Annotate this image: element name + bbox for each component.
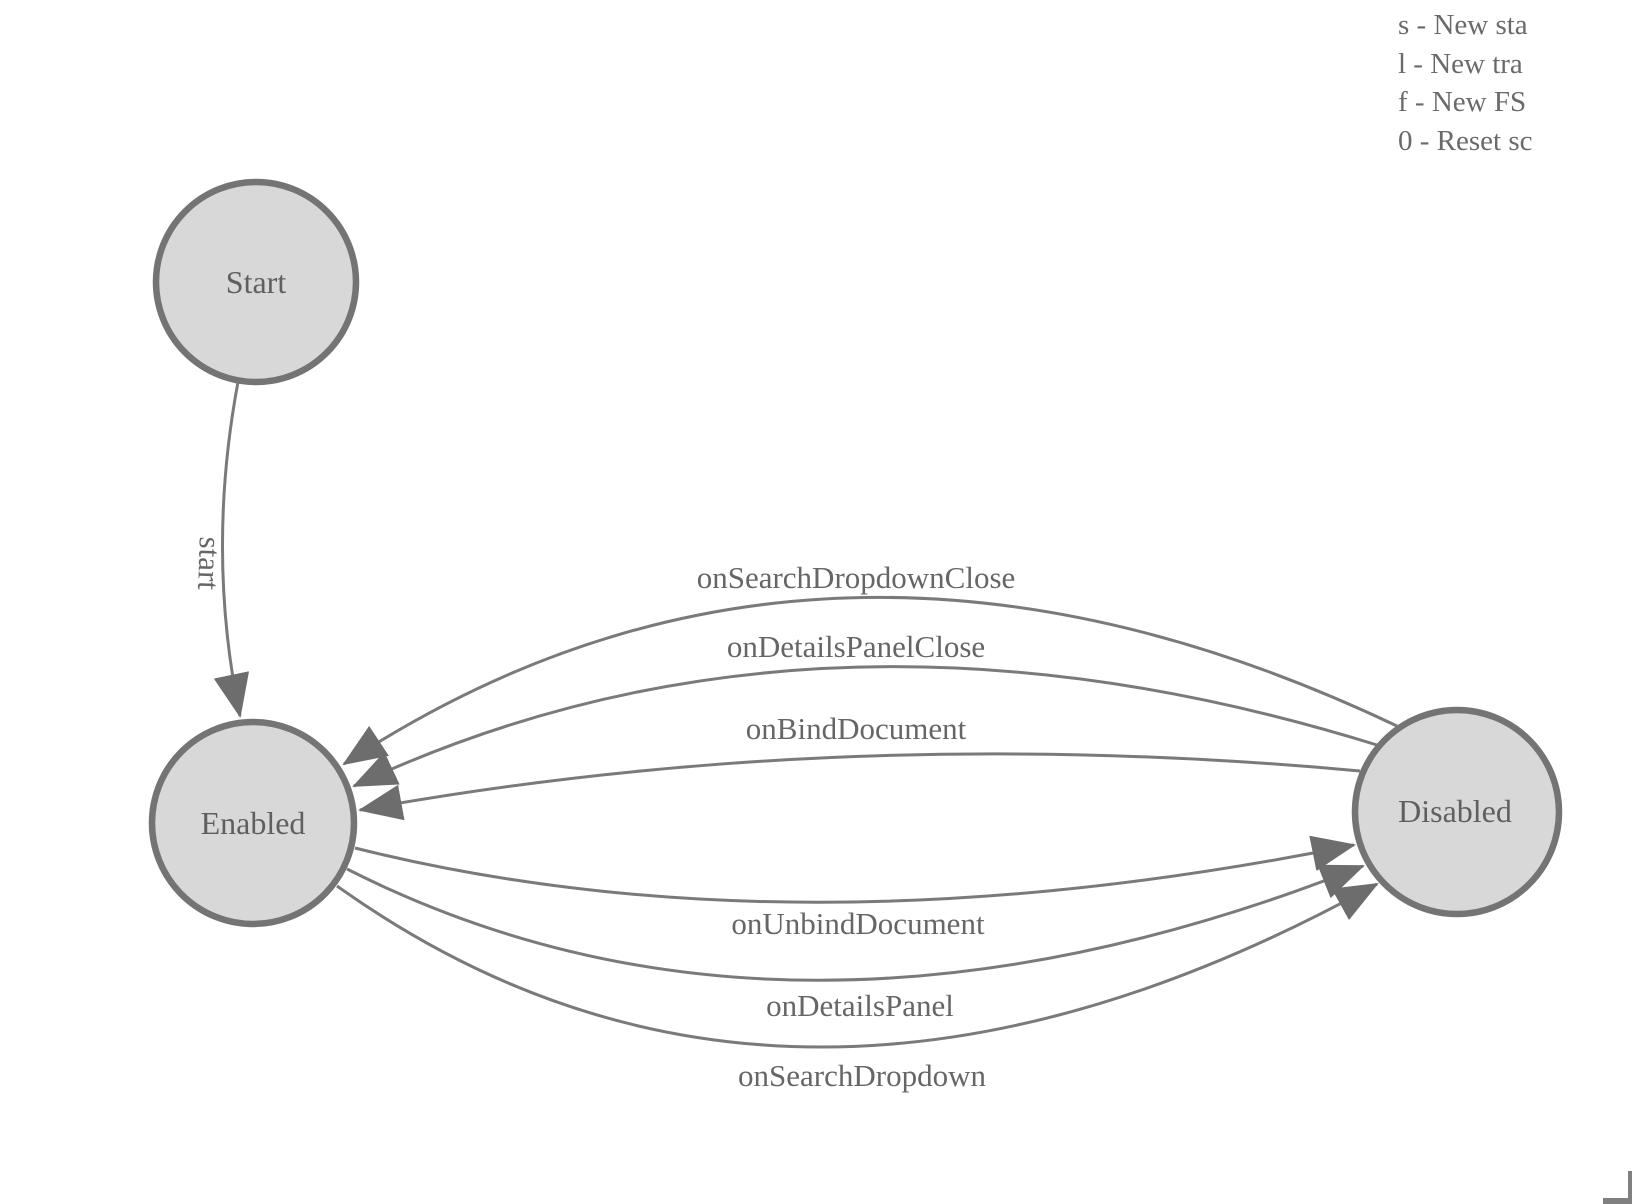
edge-label-start: start bbox=[191, 536, 228, 591]
edge-label-onbinddocument: onBindDocument bbox=[746, 711, 967, 746]
edge-ondetailspanel[interactable] bbox=[346, 864, 1365, 982]
edge-onunbinddocument[interactable] bbox=[354, 835, 1356, 904]
edge-start[interactable] bbox=[213, 381, 250, 718]
legend-line-new-state: s - New sta bbox=[1398, 9, 1528, 41]
state-enabled-circle[interactable] bbox=[148, 718, 358, 928]
edge-label-ondetailspanelclose: onDetailsPanelClose bbox=[727, 629, 985, 664]
edge-label-onunbinddocument: onUnbindDocument bbox=[731, 906, 985, 941]
edge-onsearchdropdown[interactable] bbox=[336, 882, 1379, 1049]
edge-label-onsearchdropdown: onSearchDropdown bbox=[738, 1058, 986, 1093]
legend-line-reset: 0 - Reset sc bbox=[1398, 124, 1533, 157]
offscreen-element-corner bbox=[1603, 1171, 1632, 1204]
state-start-label: Start bbox=[226, 264, 287, 300]
legend: s - New sta l - New tra f - New FS 0 - R… bbox=[1398, 6, 1632, 160]
edge-onbinddocument[interactable] bbox=[358, 752, 1361, 821]
legend-line-new-fsm: f - New FS bbox=[1398, 86, 1527, 118]
edge-ondetailspanelclose[interactable] bbox=[352, 665, 1378, 788]
state-disabled-label: Disabled bbox=[1398, 793, 1512, 829]
state-start-circle[interactable] bbox=[152, 178, 360, 386]
state-disabled-circle[interactable] bbox=[1351, 706, 1563, 918]
state-enabled-label: Enabled bbox=[201, 805, 306, 841]
edge-label-ondetailspanel: onDetailsPanel bbox=[766, 988, 954, 1023]
edge-onsearchdropdownclose[interactable] bbox=[342, 595, 1398, 766]
edge-label-onsearchdropdownclose: onSearchDropdownClose bbox=[697, 560, 1016, 595]
legend-line-new-transition: l - New tra bbox=[1398, 47, 1523, 80]
